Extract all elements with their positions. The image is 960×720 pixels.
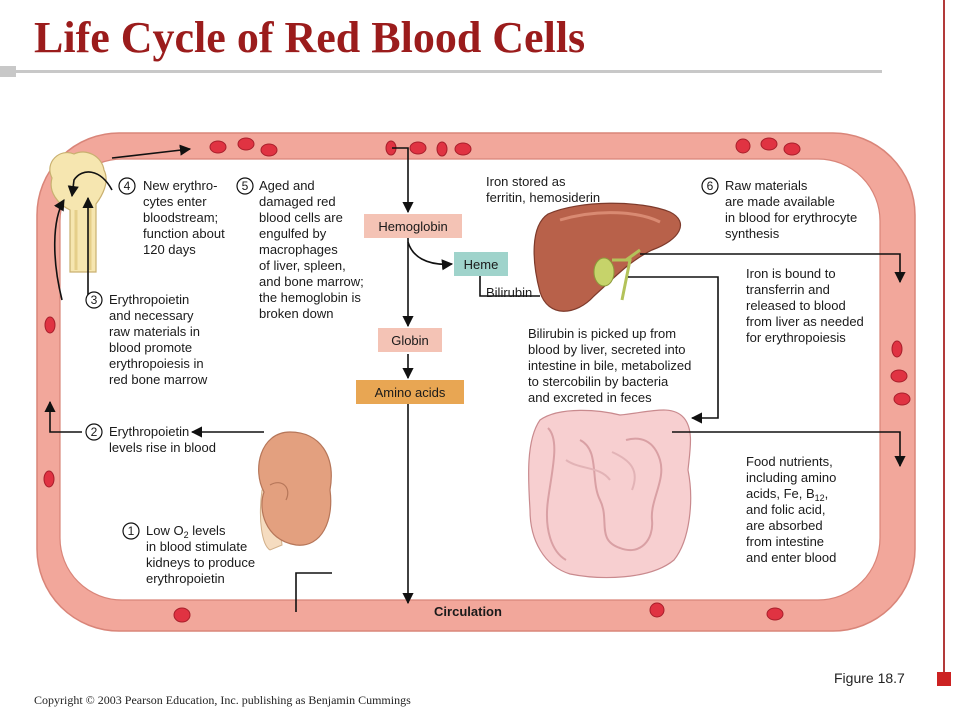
right-edge-rule: [943, 0, 945, 672]
slide-title: Life Cycle of Red Blood Cells: [34, 13, 586, 62]
step-3-number: 3: [91, 293, 98, 307]
rbc: [760, 137, 778, 151]
bilirubin-description-text: Bilirubin is picked up from blood by liv…: [528, 326, 695, 405]
heme-label: Heme: [464, 257, 499, 272]
rbc: [454, 142, 472, 156]
bilirubin-label: Bilirubin: [486, 285, 532, 300]
rbc: [260, 143, 278, 157]
rbc: [893, 392, 911, 406]
figure-label: Figure 18.7: [834, 670, 905, 686]
amino-acids-label: Amino acids: [375, 385, 446, 400]
title-divider: [14, 70, 882, 73]
step-2-number: 2: [91, 425, 98, 439]
rbc: [436, 141, 448, 157]
step-5-text: Aged and damaged red blood cells are eng…: [259, 178, 367, 321]
title-divider-stub: [0, 66, 16, 77]
step-1-text: Low O2 levels in blood stimulate kidneys…: [146, 523, 259, 586]
step-4-marker: 4: [118, 177, 136, 195]
rbc: [783, 142, 801, 156]
iron-stored-text: Iron stored as ferritin, hemosiderin: [486, 174, 600, 205]
step-1-number: 1: [128, 524, 135, 538]
rbc: [209, 140, 227, 154]
rbc: [43, 470, 55, 488]
iron-bound-text: Iron is bound to transferrin and release…: [746, 266, 867, 345]
heme-box: [454, 252, 508, 276]
step-3-marker: 3: [85, 291, 103, 309]
kidney-illustration: [258, 431, 332, 551]
food-nutrients-text: Food nutrients, including amino acids, F…: [746, 454, 840, 565]
step-1-marker: 1: [122, 522, 140, 540]
rbc: [237, 137, 255, 151]
step-6-number: 6: [707, 179, 714, 193]
step-2-text: Erythropoietin levels rise in blood: [109, 424, 216, 455]
step-6-text: Raw materials are made available in bloo…: [725, 178, 861, 241]
step-4-text: New erythro- cytes enter bloodstream; fu…: [143, 178, 228, 257]
step-5-marker: 5: [236, 177, 254, 195]
rbc: [890, 369, 908, 383]
circulation-label: Circulation: [434, 604, 502, 619]
gallbladder-illustration: [593, 248, 641, 301]
rbc: [766, 607, 784, 621]
globin-label: Globin: [391, 333, 429, 348]
amino-acids-box: [356, 380, 464, 404]
rbc: [649, 602, 665, 618]
bone-marrow-illustration: [49, 151, 107, 273]
step-markers: 4 5 6 3 2 1: [85, 177, 719, 540]
rbc: [409, 141, 427, 155]
flow-arrows: [44, 144, 906, 612]
rbc: [173, 607, 191, 623]
step-4-number: 4: [124, 179, 131, 193]
liver-illustration: [533, 202, 682, 312]
globin-box: [378, 328, 442, 352]
step-2-marker: 2: [85, 423, 103, 441]
corner-accent-square: [937, 672, 951, 686]
intestine-illustration: [528, 409, 692, 579]
step-6-marker: 6: [701, 177, 719, 195]
hemoglobin-box: [364, 214, 462, 238]
rbc: [44, 316, 56, 334]
step-5-number: 5: [242, 179, 249, 193]
hemoglobin-label: Hemoglobin: [378, 219, 447, 234]
step-3-text: Erythropoietin and necessary raw materia…: [109, 292, 208, 387]
rbc: [891, 340, 903, 358]
copyright-notice: Copyright © 2003 Pearson Education, Inc.…: [34, 693, 411, 707]
rbc: [735, 138, 751, 154]
